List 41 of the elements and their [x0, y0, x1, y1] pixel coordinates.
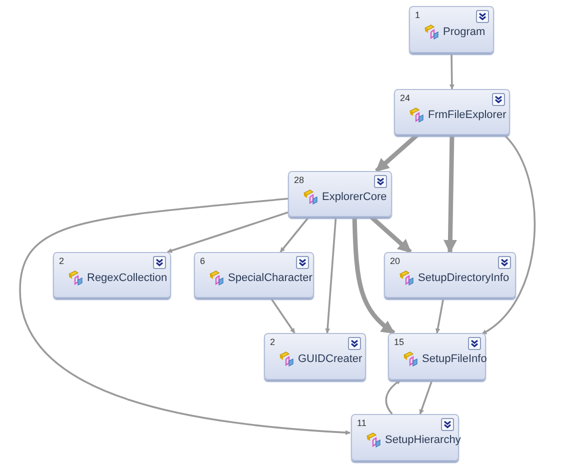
class-box	[194, 252, 314, 298]
class-name: SetupHierarchy	[385, 434, 461, 446]
class-name: Program	[443, 26, 486, 38]
class-name: SetupFileInfo	[422, 353, 487, 365]
arrow	[19, 198, 350, 436]
member-count: 6	[200, 256, 206, 266]
member-count: 24	[400, 93, 410, 103]
arrow	[435, 298, 444, 334]
member-count: 2	[59, 256, 64, 266]
arrow	[166, 212, 288, 253]
class-box	[394, 89, 510, 135]
class-name: FrmFileExplorer	[428, 109, 506, 121]
arrow	[374, 133, 419, 173]
arrow	[449, 52, 454, 90]
class-box	[409, 6, 494, 53]
member-count: 2	[270, 337, 276, 347]
class-box	[53, 252, 171, 298]
class-box	[288, 171, 392, 217]
arrow	[270, 298, 296, 334]
member-count: 20	[390, 256, 400, 266]
arrow	[352, 216, 396, 335]
arrow	[370, 215, 412, 254]
member-count: 1	[415, 10, 420, 20]
class-name: SetupDirectoryInfo	[418, 272, 510, 284]
arrow	[419, 380, 433, 414]
arrow	[280, 216, 310, 253]
class-name: ExplorerCore	[322, 191, 387, 203]
class-name: GUIDCreater	[298, 353, 362, 365]
member-count: 28	[294, 175, 304, 185]
class-box	[351, 414, 459, 461]
member-count: 11	[357, 418, 366, 428]
arrow	[443, 134, 457, 254]
class-box	[388, 333, 486, 380]
arrow	[325, 216, 337, 334]
class-name: SpecialCharacter	[228, 272, 312, 284]
class-name: RegexCollection	[87, 272, 168, 284]
class-box	[384, 252, 516, 298]
class-box	[264, 333, 366, 380]
member-count: 15	[394, 337, 404, 347]
arrow	[482, 134, 536, 335]
arrow	[385, 379, 402, 415]
